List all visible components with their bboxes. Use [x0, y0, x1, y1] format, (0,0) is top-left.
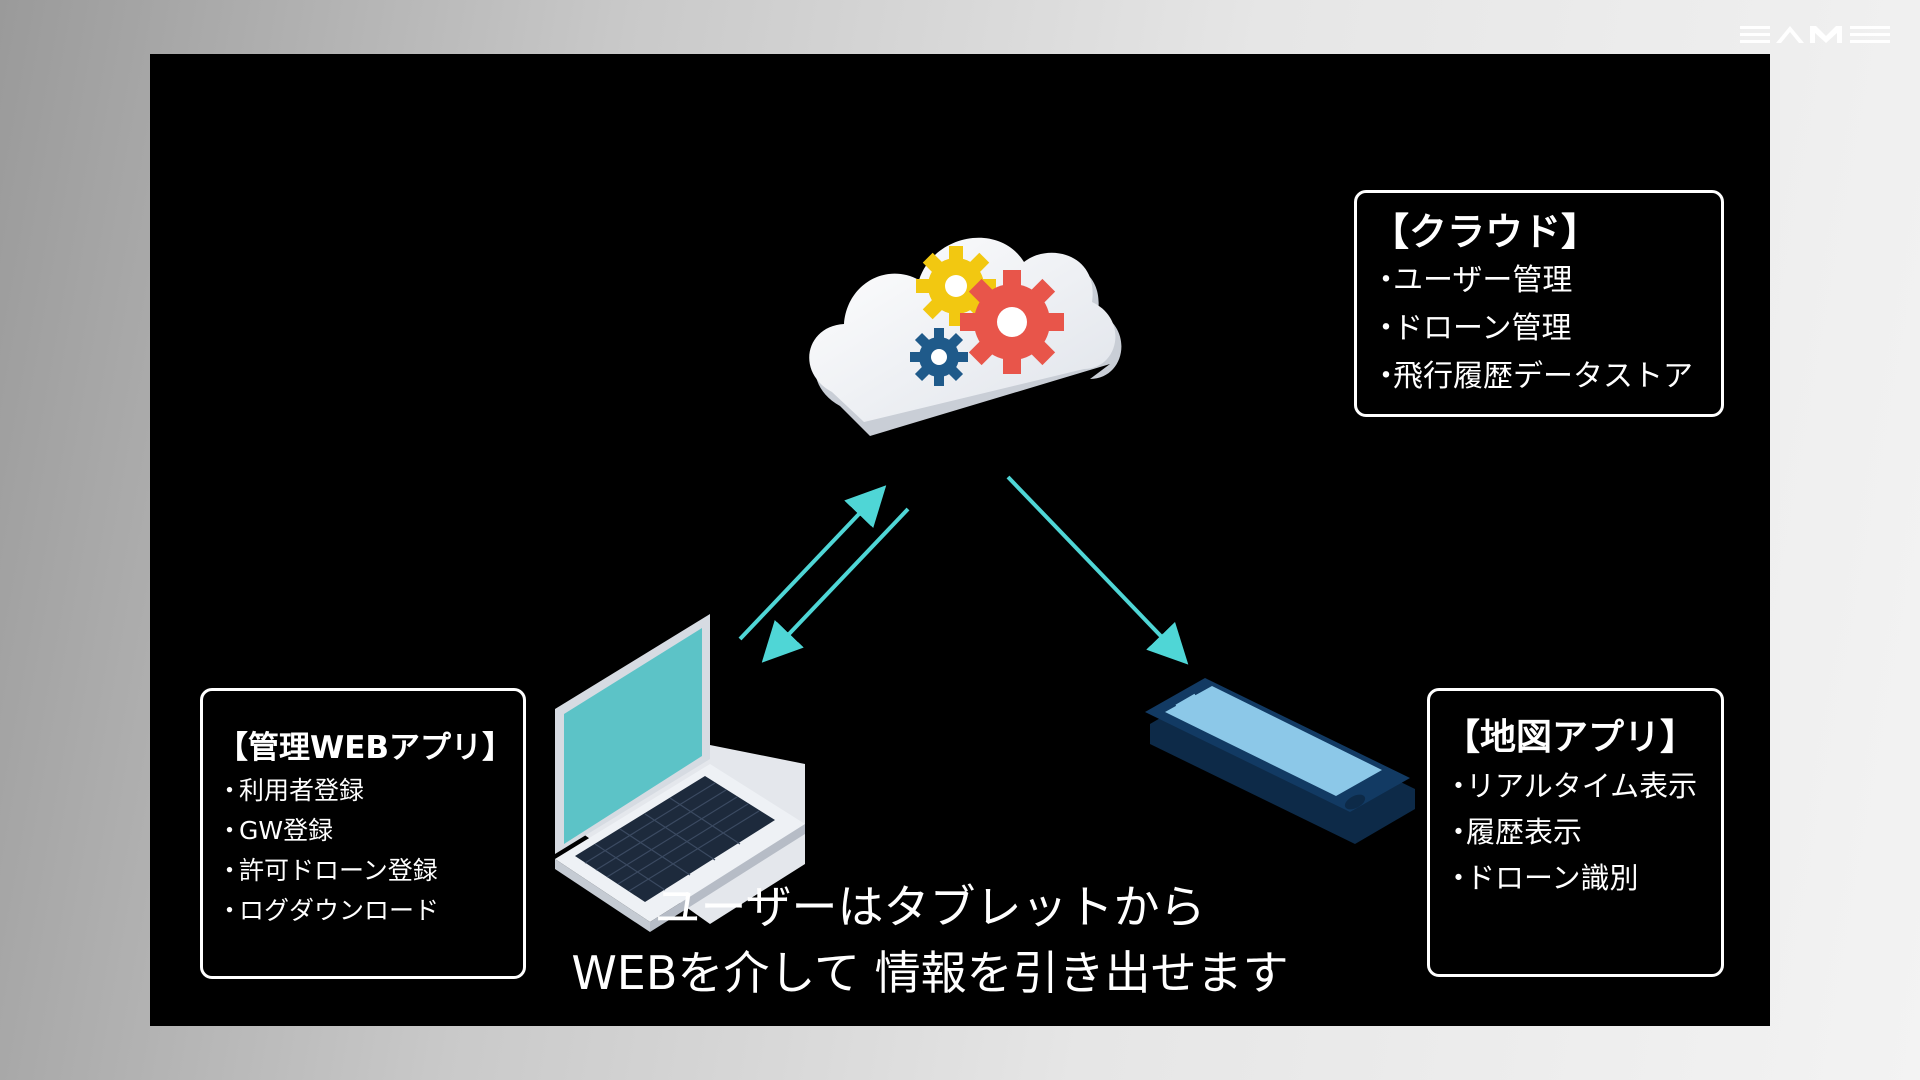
cloud-features-list: ・ユーザー管理 ・ドローン管理 ・飛行履歴データストア	[1371, 257, 1721, 401]
map-app-box-title: 【地図アプリ】	[1444, 717, 1697, 758]
caption-line-1: ユーザーはタブレットから	[654, 880, 1206, 934]
cloud-info-box: 【クラウド】 ・ユーザー管理 ・ドローン管理 ・飛行履歴データストア	[1354, 190, 1724, 417]
system-diagram	[555, 237, 1415, 932]
list-item: ・ログダウンロード	[217, 896, 440, 925]
list-item: ・GW登録	[217, 816, 334, 845]
arrow-cloud-to-laptop	[761, 507, 910, 663]
web-app-features-list: ・利用者登録 ・GW登録 ・許可ドローン登録 ・ログダウンロード	[217, 771, 523, 931]
list-item: ・ユーザー管理	[1371, 263, 1573, 298]
web-app-info-box: 【管理WEBアプリ】 ・利用者登録 ・GW登録 ・許可ドローン登録 ・ログダウン…	[200, 688, 526, 979]
map-app-info-box: 【地図アプリ】 ・リアルタイム表示 ・履歴表示 ・ドローン識別	[1427, 688, 1724, 977]
web-app-box-title: 【管理WEBアプリ】	[217, 730, 513, 766]
caption-line-2: WEBを介して 情報を引き出せます	[571, 946, 1289, 1000]
map-app-features-list: ・リアルタイム表示 ・履歴表示 ・ドローン識別	[1444, 763, 1721, 901]
list-item: ・許可ドローン登録	[217, 856, 438, 885]
list-item: ・飛行履歴データストア	[1371, 359, 1693, 394]
arrow-laptop-to-cloud	[738, 485, 887, 641]
slide: 【クラウド】 ・ユーザー管理 ・ドローン管理 ・飛行履歴データストア 【管理WE…	[150, 54, 1770, 1026]
subtitle-caption: ユーザーはタブレットから WEBを介して 情報を引き出せます	[550, 874, 1310, 1006]
red-gear-icon	[960, 270, 1064, 374]
arrow-cloud-to-tablet	[1006, 475, 1189, 665]
list-item: ・履歴表示	[1444, 815, 1583, 849]
tablet-icon	[1145, 678, 1415, 844]
list-item: ・利用者登録	[217, 776, 365, 805]
list-item: ・ドローン管理	[1371, 311, 1572, 346]
list-item: ・ドローン識別	[1444, 861, 1639, 895]
cloud-gears-icon	[809, 237, 1122, 436]
cloud-box-title: 【クラウド】	[1371, 210, 1600, 254]
brand-logo	[1740, 26, 1890, 43]
list-item: ・リアルタイム表示	[1444, 769, 1698, 803]
blue-gear-icon	[910, 328, 968, 386]
laptop-icon	[555, 614, 805, 932]
